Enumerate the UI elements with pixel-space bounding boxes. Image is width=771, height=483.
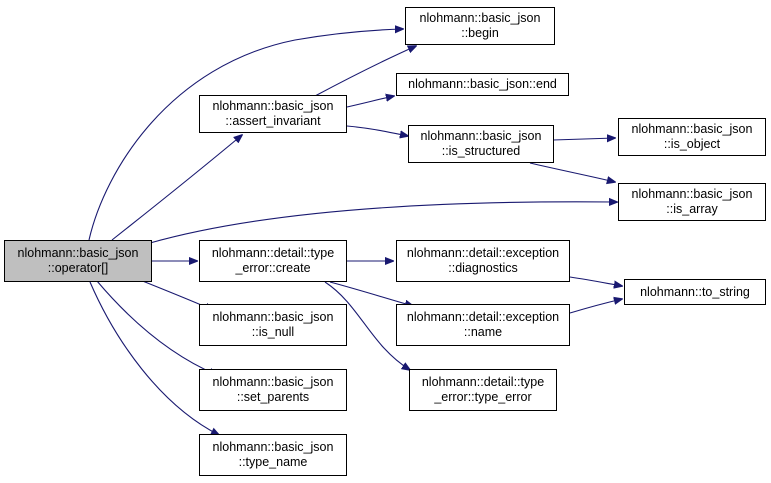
node-is-object-line2: ::is_object [663,137,721,151]
node-type-error-create-line2: _error::create [235,261,311,275]
node-exception-name[interactable]: nlohmann::detail::exception ::name [396,304,570,346]
node-operator-index: nlohmann::basic_json ::operator[] [4,240,152,282]
node-is-null-line1: nlohmann::basic_json [212,310,334,324]
node-type-error-create[interactable]: nlohmann::detail::type _error::create [199,240,347,282]
node-exception-diagnostics[interactable]: nlohmann::detail::exception ::diagnostic… [396,240,570,282]
edge-exception-name-to-to-string [569,299,622,314]
edge-assert-invariant-to-begin [314,46,416,97]
node-type-name-line2: ::type_name [238,455,308,469]
edge-assert-invariant-to-is-structured [346,125,408,136]
node-begin[interactable]: nlohmann::basic_json ::begin [405,7,555,45]
node-to-string[interactable]: nlohmann::to_string [624,279,766,305]
node-exception-name-line2: ::name [463,325,503,339]
edge-assert-invariant-to-end [346,96,394,108]
node-is-structured-line1: nlohmann::basic_json [420,129,542,143]
node-type-error-create-line1: nlohmann::detail::type [211,246,335,260]
node-assert-invariant-line2: ::assert_invariant [225,114,321,128]
node-set-parents-line2: ::set_parents [236,390,310,404]
edge-create-to-exception-name [329,281,413,306]
node-begin-line2: ::begin [461,26,499,40]
node-begin-line1: nlohmann::basic_json [419,11,541,25]
edge-operator-to-begin [88,29,403,241]
node-end[interactable]: nlohmann::basic_json::end [396,73,569,96]
node-type-error-ctor[interactable]: nlohmann::detail::type _error::type_erro… [409,369,557,411]
node-end-line1: nlohmann::basic_json::end [408,77,557,91]
edge-create-to-type-error-ctor [324,281,410,370]
node-is-object-line1: nlohmann::basic_json [631,122,753,136]
node-set-parents-line1: nlohmann::basic_json [212,375,334,389]
edge-is-structured-to-is-array [529,162,615,182]
node-operator-index-line2: ::operator[] [47,261,109,275]
node-is-object[interactable]: nlohmann::basic_json ::is_object [618,118,766,156]
edge-operator-to-is-array [149,202,617,244]
node-exception-diagnostics-line1: nlohmann::detail::exception [406,246,560,260]
edge-operator-to-assert-invariant [111,135,242,241]
node-is-array-line2: ::is_array [666,202,718,216]
edge-diagnostics-to-to-string [569,276,622,286]
node-is-array-line1: nlohmann::basic_json [631,187,753,201]
edge-operator-to-set-parents [96,280,217,375]
node-assert-invariant[interactable]: nlohmann::basic_json ::assert_invariant [199,95,347,133]
node-to-string-line1: nlohmann::to_string [640,284,750,299]
node-is-null[interactable]: nlohmann::basic_json ::is_null [199,304,347,346]
node-type-error-ctor-line1: nlohmann::detail::type [421,375,545,389]
node-set-parents[interactable]: nlohmann::basic_json ::set_parents [199,369,347,411]
node-type-error-ctor-line2: _error::type_error [434,390,532,404]
node-type-name-line1: nlohmann::basic_json [212,440,334,454]
node-exception-diagnostics-line2: ::diagnostics [448,261,518,275]
node-is-structured-line2: ::is_structured [441,144,521,158]
node-type-name[interactable]: nlohmann::basic_json ::type_name [199,434,347,476]
node-assert-invariant-line1: nlohmann::basic_json [212,99,334,113]
node-exception-name-line1: nlohmann::detail::exception [406,310,560,324]
node-is-array[interactable]: nlohmann::basic_json ::is_array [618,183,766,221]
node-is-null-line2: ::is_null [251,325,295,339]
node-operator-index-line1: nlohmann::basic_json [17,246,139,260]
edge-operator-to-type-name [89,281,219,435]
node-is-structured[interactable]: nlohmann::basic_json ::is_structured [408,125,554,163]
edge-is-structured-to-is-object [552,138,615,140]
